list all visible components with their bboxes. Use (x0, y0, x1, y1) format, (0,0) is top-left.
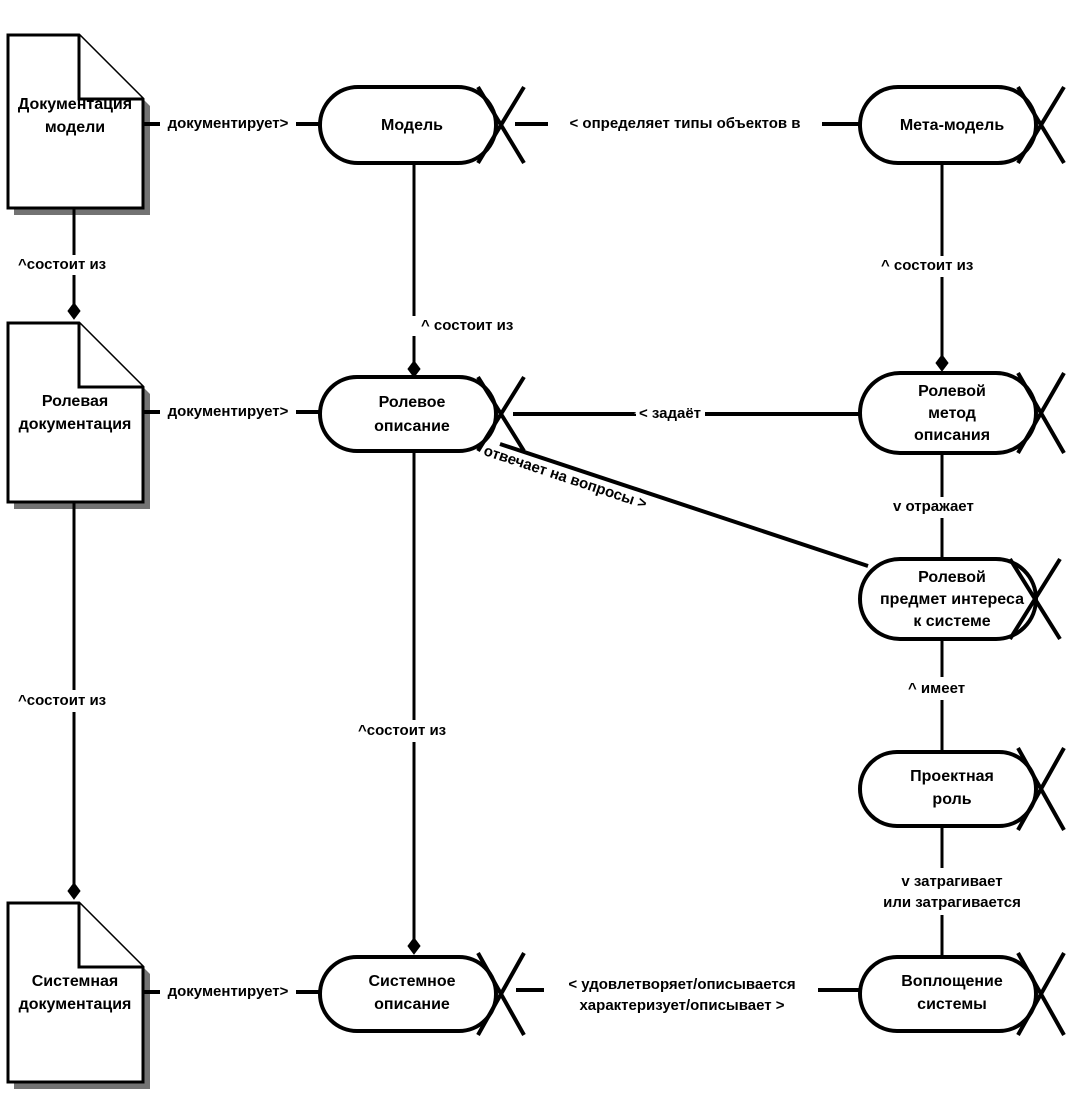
node-label-line: к системе (913, 613, 990, 630)
edge-label-answers-questions-group: отвечает на вопросы > (479, 440, 652, 515)
edge-label-affects-2: или затрагивается (883, 894, 1021, 911)
edge-label-answers-questions: отвечает на вопросы > (481, 442, 649, 512)
edge-label-has: ^ имеет (908, 680, 965, 697)
node-label-line: описания (914, 427, 990, 444)
node-label-line: документация (19, 996, 132, 1013)
edge-consists-of-left-2 (67, 502, 81, 900)
edge-label-consists-of-left-1: ^состоит из (18, 256, 106, 273)
edge-label-sets: < задаёт (639, 405, 701, 422)
node-label-line: Ролевое (379, 394, 446, 411)
edge-label-satisfies-1: < удовлетворяет/описывается (568, 976, 795, 993)
diamond-marker (935, 354, 949, 372)
node-meta-model[interactable]: Мета-модель (858, 85, 1066, 165)
node-label-line: Мета-модель (900, 117, 1004, 134)
document-body (6, 321, 145, 504)
crowfoot-icon (1016, 747, 1066, 831)
edge-label-consists-of-mid-1: ^ состоит из (421, 317, 513, 334)
node-documentation-system[interactable]: Системная документация (6, 901, 150, 1089)
node-label-line: Ролевой (918, 383, 986, 400)
document-fold (77, 35, 143, 101)
node-label-line: Системная (32, 973, 119, 990)
node-label-line: Ролевой (918, 569, 986, 586)
node-system-embodiment[interactable]: Воплощение системы (858, 952, 1066, 1036)
node-label-line: описание (374, 996, 450, 1013)
node-documentation-role[interactable]: Ролевая документация (6, 321, 150, 509)
node-label-line: Системное (369, 973, 456, 990)
node-label-line: Модель (381, 117, 443, 134)
edge-label-documents-1: документирует> (168, 115, 289, 132)
diamond-marker (407, 937, 421, 955)
edge-label-consists-of-right: ^ состоит из (881, 257, 973, 274)
entity-body (858, 955, 1038, 1033)
node-label-line: Документация (18, 96, 132, 113)
edge-label-consists-of-left-2: ^состоит из (18, 692, 106, 709)
edge-label-reflects: v отражает (893, 498, 974, 515)
entity-body (318, 955, 498, 1033)
document-fold (77, 323, 143, 389)
document-fold (77, 903, 143, 969)
crowfoot-icon (1016, 85, 1066, 165)
entity-body (858, 85, 1038, 165)
edge-consists-of-mid-1 (407, 162, 421, 378)
entity-body (858, 750, 1038, 828)
node-model[interactable]: Модель (318, 85, 526, 165)
crowfoot-icon (1008, 557, 1062, 641)
node-label-line: Ролевая (42, 393, 108, 410)
node-label-line: модели (45, 119, 105, 136)
node-role-concern[interactable]: Ролевой предмет интереса к системе (858, 557, 1062, 641)
node-label-line: описание (374, 418, 450, 435)
node-label-line: системы (917, 996, 987, 1013)
node-project-role[interactable]: Проектная роль (858, 747, 1066, 831)
edge-label-consists-of-mid-2: ^состоит из (358, 722, 446, 739)
node-role-description[interactable]: Ролевое описание (318, 375, 526, 453)
crowfoot-icon (476, 375, 526, 453)
diamond-marker (67, 302, 81, 320)
edge-answers-questions (499, 442, 869, 568)
node-label-line: предмет интереса (880, 591, 1024, 608)
edge-label-documents-3: документирует> (168, 983, 289, 1000)
document-body (6, 901, 145, 1084)
node-documentation-model[interactable]: Документация модели (6, 33, 150, 215)
entity-body (858, 371, 1038, 455)
node-label-line: роль (932, 791, 971, 808)
node-label-line: Проектная (910, 768, 994, 785)
diamond-marker (67, 882, 81, 900)
edge-label-affects-1: v затрагивает (901, 873, 1002, 890)
node-label-line: Воплощение (901, 973, 1003, 990)
node-system-description[interactable]: Системное описание (318, 952, 526, 1036)
crowfoot-icon (1016, 372, 1066, 454)
edge-label-defines-object-types: < определяет типы объектов в (570, 115, 801, 132)
entity-body (318, 85, 498, 165)
entity-body (318, 375, 498, 453)
edge-consists-of-right (935, 162, 949, 372)
crowfoot-icon (476, 952, 526, 1036)
edge-label-satisfies-2: характеризует/описывает > (579, 997, 784, 1014)
crowfoot-icon (1016, 952, 1066, 1036)
edge-label-documents-2: документирует> (168, 403, 289, 420)
node-label-line: документация (19, 416, 132, 433)
node-label-line: метод (928, 405, 976, 422)
diamond-marker (407, 360, 421, 378)
edge-consists-of-mid-2 (407, 450, 421, 955)
edge-line (499, 442, 869, 568)
node-role-method[interactable]: Ролевой метод описания (858, 371, 1066, 455)
crowfoot-icon (476, 85, 526, 165)
